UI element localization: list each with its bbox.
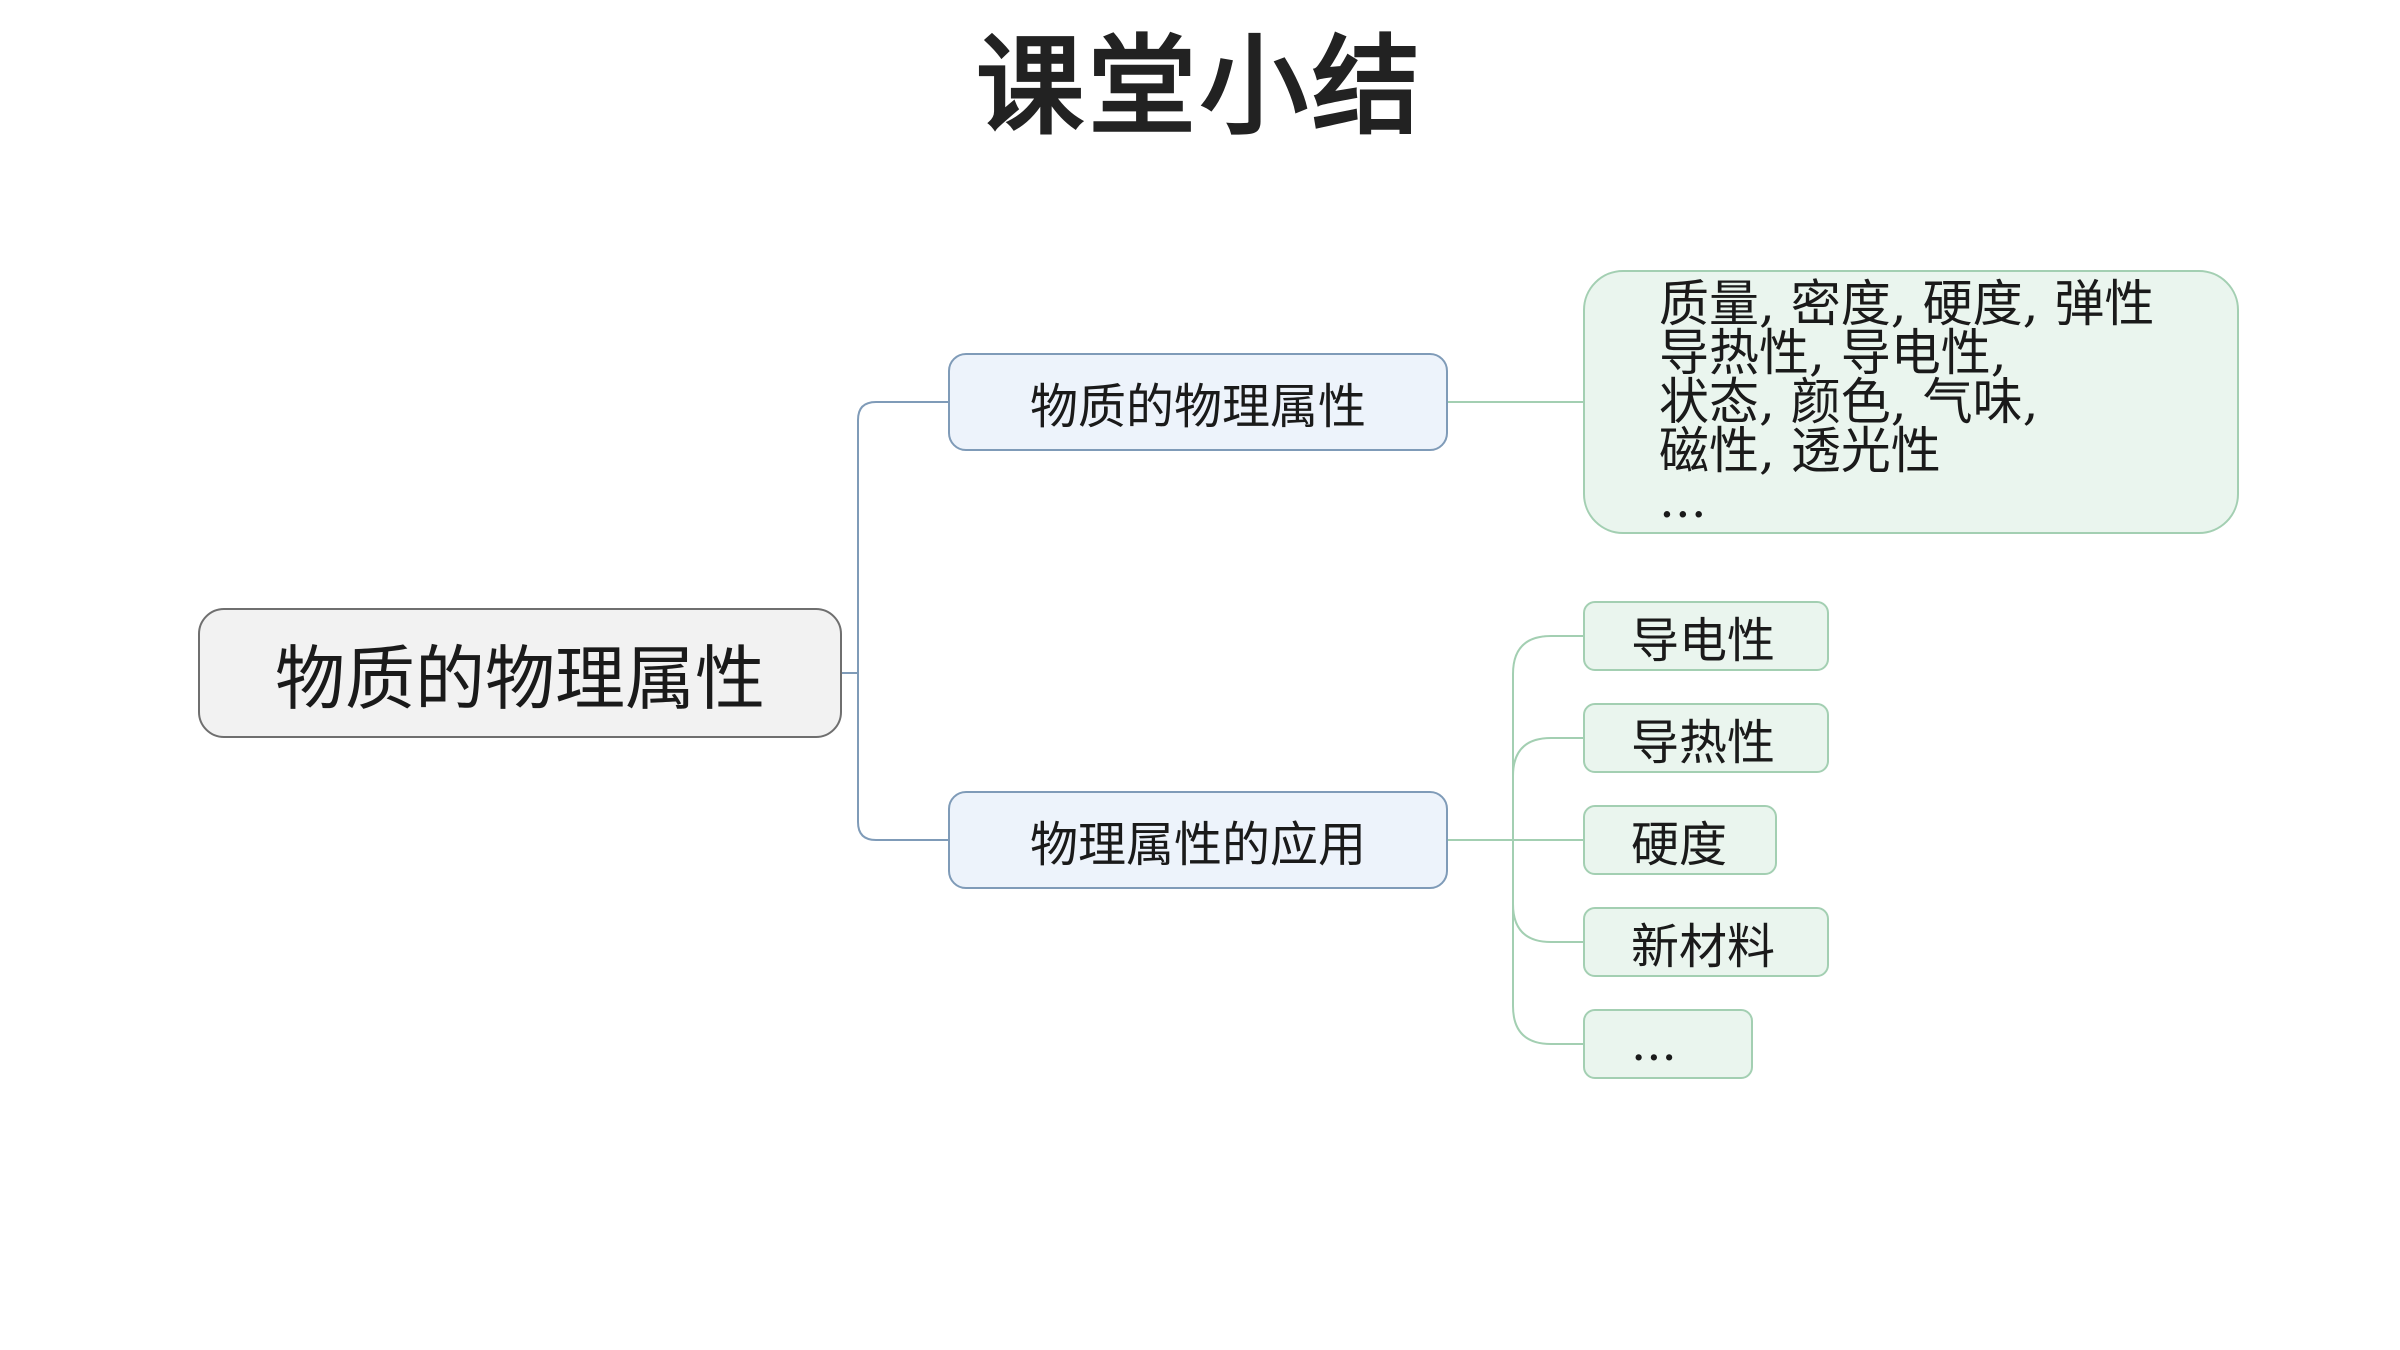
connector-root-to-properties: [842, 401, 948, 674]
leaf-node-new-materials[interactable]: 新材料: [1583, 907, 1829, 977]
leaf-node-hardness[interactable]: 硬度: [1583, 805, 1777, 875]
leaf-node-conductivity[interactable]: 导电性: [1583, 601, 1829, 671]
property-list-line-5: ...: [1659, 470, 1707, 529]
connector-root-to-applications: [857, 673, 948, 841]
connector-trunk-to-ellipsis: [1512, 840, 1583, 1045]
branch-node-properties[interactable]: 物质的物理属性: [948, 353, 1448, 451]
property-list-line-3: 状态, 颜色, 气味,: [1659, 372, 2039, 431]
property-list-line-4: 磁性, 透光性: [1659, 421, 1941, 480]
connector-trunk-to-conductivity: [1512, 635, 1583, 840]
connector-trunk-to-thermal: [1512, 737, 1583, 777]
root-node[interactable]: 物质的物理属性: [198, 608, 842, 738]
leaf-node-ellipsis[interactable]: ...: [1583, 1009, 1753, 1079]
leaf-node-property-list[interactable]: 质量, 密度, 硬度, 弹性 导热性, 导电性, 状态, 颜色, 气味, 磁性,…: [1583, 270, 2239, 534]
property-list-line-1: 质量, 密度, 硬度, 弹性: [1659, 274, 2155, 333]
leaf-node-thermal-conductivity[interactable]: 导热性: [1583, 703, 1829, 773]
page-title: 课堂小结: [975, 25, 1424, 150]
branch-node-applications[interactable]: 物理属性的应用: [948, 791, 1448, 889]
property-list-line-2: 导热性, 导电性,: [1659, 323, 2007, 382]
connector-trunk-to-new-materials: [1512, 840, 1583, 943]
